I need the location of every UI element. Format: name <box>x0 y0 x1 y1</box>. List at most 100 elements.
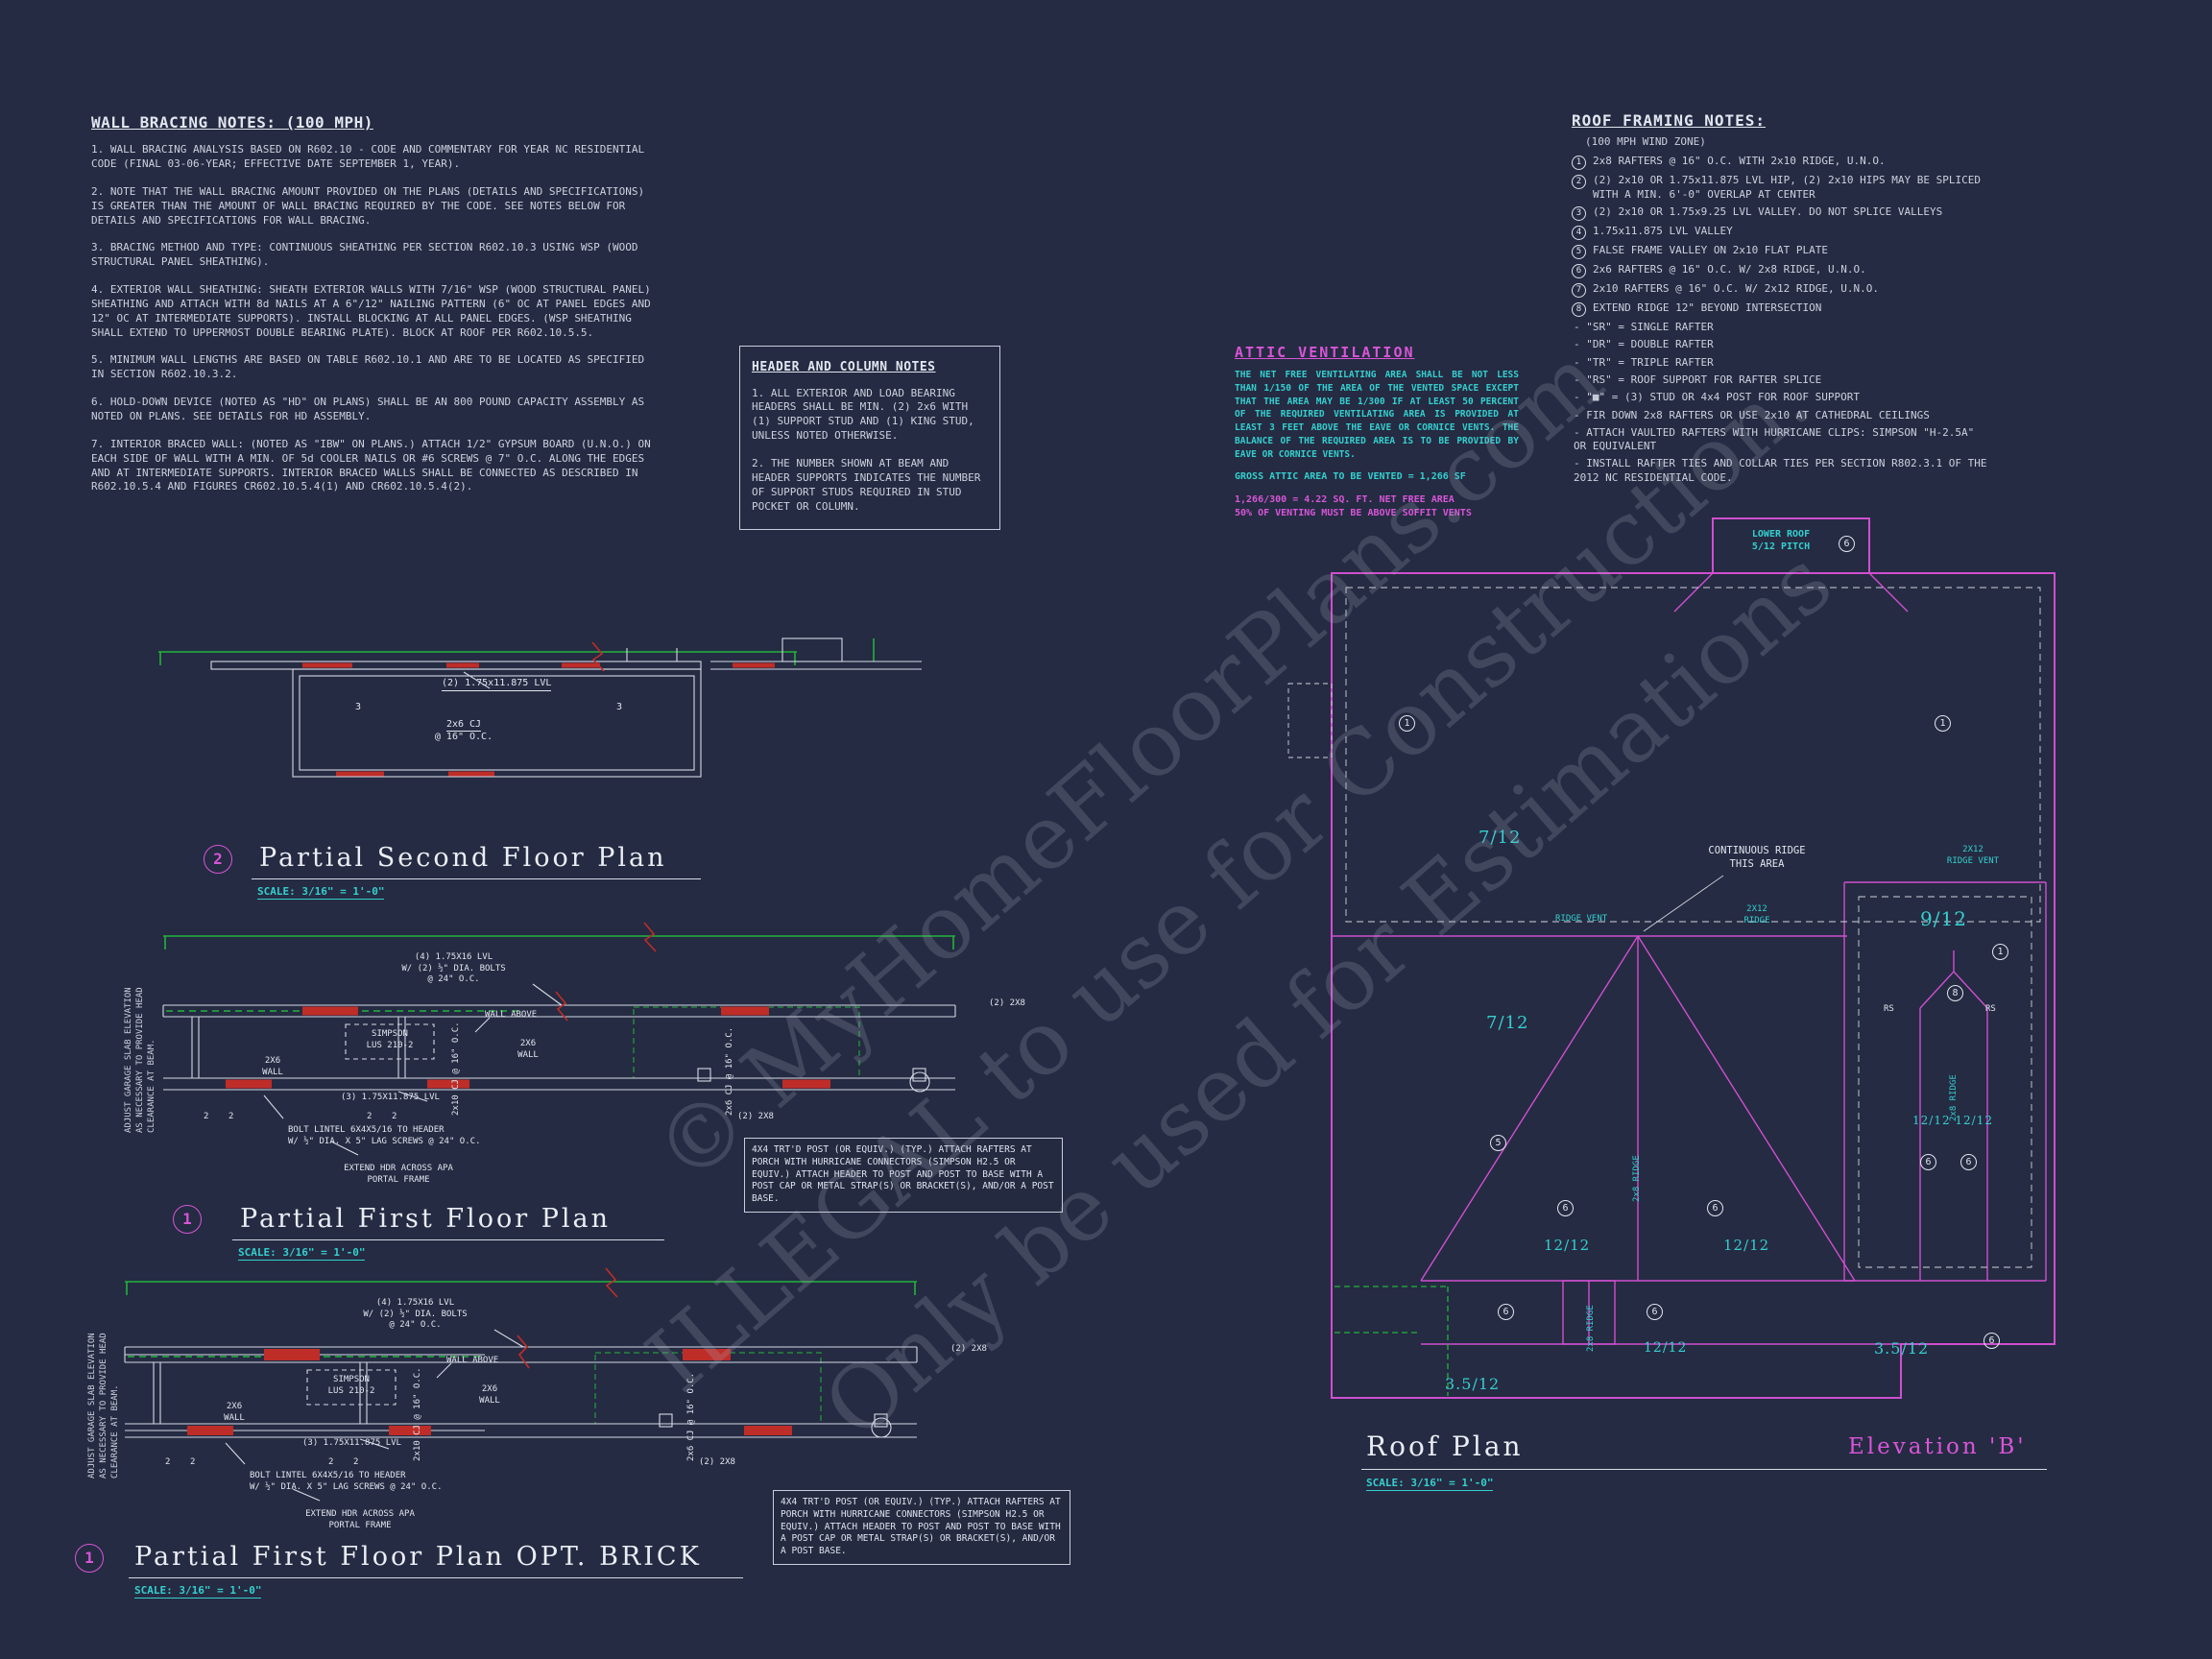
pitch-label: 7/12 <box>1486 1013 1529 1033</box>
wall-word: WALL <box>262 1067 283 1077</box>
ceiling-joist-label-rotated: 2x6 CJ @ 16" O.C. <box>725 1026 734 1116</box>
scale-label: SCALE: 3/16" = 1'-0" <box>1366 1477 1494 1491</box>
stud-count-marker: 3 <box>616 702 623 712</box>
stud-count-marker: 2 <box>190 1457 196 1467</box>
wall-word: WALL <box>479 1395 500 1406</box>
wall-size: 2X6 <box>481 1384 498 1394</box>
header-2x8-label: (2) 2X8 <box>950 1344 987 1354</box>
lvl-bolts: W/ (2) ½" DIA. BOLTS <box>401 963 506 974</box>
wall-bracing-note: 3. BRACING METHOD AND TYPE: CONTINUOUS S… <box>91 241 638 269</box>
lvl-beam-label: (3) 1.75X11.875 LVL <box>341 1093 440 1102</box>
roof-support-label: RS <box>1985 1004 1996 1014</box>
attic-gross-area: GROSS ATTIC AREA TO BE VENTED = 1,266 SF <box>1235 471 1466 483</box>
bolt-line2: W/ ½" DIA. X 5" LAG SCREWS @ 24" O.C. <box>288 1136 481 1146</box>
header-2x8-label: (2) 2X8 <box>699 1457 735 1467</box>
continuous-ridge-label: CONTINUOUS RIDGE THIS AREA <box>1685 845 1829 871</box>
lower-roof-line2: 5/12 PITCH <box>1751 541 1811 552</box>
bolt-line1: BOLT LINTEL 6X4X5/16 TO HEADER <box>250 1471 406 1480</box>
lower-level-dashed-lines <box>1334 1286 1449 1396</box>
note-number-circle: 2 <box>1572 175 1586 190</box>
wall-2x6-label: 2X6 WALL <box>507 1039 549 1061</box>
lower-roof-line1: LOWER ROOF <box>1751 529 1811 540</box>
wall-size: 2X6 <box>226 1402 243 1411</box>
plan-number-bubble: 1 <box>75 1544 104 1573</box>
eave-dashed-lines <box>1287 587 2041 1268</box>
wall-bracing-note: 6. HOLD-DOWN DEVICE (NOTED AS "HD" ON PL… <box>91 396 645 422</box>
ridge-vent-2x12-label: 2X12 RIDGE VENT <box>1935 845 2011 867</box>
wall-bracing-note: 7. INTERIOR BRACED WALL: (NOTED AS "IBW"… <box>91 437 651 493</box>
ridge-hip-valley-lines <box>1332 572 2047 1345</box>
break-symbol <box>643 922 657 952</box>
plan-number-bubble: 2 <box>204 845 232 874</box>
bolt-line2: W/ ½" DIA. X 5" LAG SCREWS @ 24" O.C. <box>250 1481 443 1492</box>
plan-title-first-floor: Partial First Floor Plan <box>240 1204 611 1234</box>
roof-keynote-circle: 5 <box>1490 1135 1506 1151</box>
wall-word: WALL <box>224 1412 245 1423</box>
roof-note-item: - FIR DOWN 2x8 RAFTERS OR USE 2x10 AT CA… <box>1574 408 1930 421</box>
roof-elevation-label: Elevation 'B' <box>1848 1434 2027 1459</box>
wall-word: WALL <box>517 1049 539 1060</box>
roof-notes-title: ROOF FRAMING NOTES: <box>1572 111 1767 130</box>
roof-note-item: - "SR" = SINGLE RAFTER <box>1574 321 1714 334</box>
ridge-2x8-label-rotated: 2x8 RIDGE <box>1632 1155 1642 1202</box>
garage-slab-note: ADJUST GARAGE SLAB ELEVATION AS NECESSAR… <box>124 987 157 1133</box>
attic-ventilation-notes: ATTIC VENTILATION THE NET FREE VENTILATI… <box>1235 344 1519 520</box>
wall-2x6-label: 2X6 WALL <box>252 1056 294 1078</box>
roof-keynote-circle: 6 <box>1920 1154 1936 1170</box>
extend-line1: EXTEND HDR ACROSS APA <box>344 1164 453 1173</box>
bolt-lintel-note: BOLT LINTEL 6X4X5/16 TO HEADER W/ ½" DIA… <box>288 1125 480 1147</box>
roof-notes-subtitle: (100 MPH WIND ZONE) <box>1585 135 1706 149</box>
wall-bracing-title: WALL BRACING NOTES: (100 MPH) <box>91 113 373 132</box>
attic-calc: 50% OF VENTING MUST BE ABOVE SOFFIT VENT… <box>1235 508 1472 519</box>
stud-count-marker: 2 <box>165 1457 171 1467</box>
roof-keynote-circle: 1 <box>1399 715 1415 732</box>
simpson: SIMPSON <box>372 1029 408 1039</box>
wall-lines <box>210 637 922 778</box>
post-attachment-note: 4X4 TRT'D POST (OR EQUIV.) (TYP.) ATTACH… <box>773 1490 1070 1566</box>
wall-bracing-notes: WALL BRACING NOTES: (100 MPH) 1. WALL BR… <box>91 113 653 508</box>
braced-wall-segments <box>187 1349 792 1435</box>
simpson-hanger-label: SIMPSON LUS 210-2 <box>348 1029 432 1051</box>
stud-count-marker: 2 <box>392 1112 397 1121</box>
roof-note-item: 3 (2) 2x10 OR 1.75x9.25 LVL VALLEY. DO NO… <box>1572 205 1992 222</box>
ridge-2x8-label-rotated: 2x8 RIDGE <box>1586 1305 1596 1352</box>
note-text: 1.75x11.875 LVL VALLEY <box>1593 225 1733 238</box>
lvl-spacing: @ 24" O.C. <box>389 1320 442 1331</box>
header-column-notes: HEADER AND COLUMN NOTES 1. ALL EXTERIOR … <box>739 346 1000 531</box>
plan-title-roof: Roof Plan <box>1366 1431 1524 1462</box>
first-floor-plan-drawing <box>162 922 956 1156</box>
title-underline <box>129 1577 743 1578</box>
scale-label: SCALE: 3/16" = 1'-0" <box>134 1584 262 1599</box>
note-text: (2) 2x10 OR 1.75x9.25 LVL VALLEY. DO NOT… <box>1593 205 1943 219</box>
roof-keynote-circle: 6 <box>1557 1200 1574 1216</box>
roof-note-item: - INSTALL RAFTER TIES AND COLLAR TIES PE… <box>1574 457 1987 484</box>
ceiling-joist-label-rotated: 2x10 CJ @ 16" O.C. <box>451 1022 461 1116</box>
wall-bracing-note: 2. NOTE THAT THE WALL BRACING AMOUNT PRO… <box>91 184 645 227</box>
ceiling-joist-label-rotated: 2x10 CJ @ 16" O.C. <box>413 1367 422 1461</box>
roof-outline <box>1331 517 2056 1399</box>
wall-above-label: WALL ABOVE <box>485 1010 538 1020</box>
wall-size: 2X6 <box>519 1039 537 1048</box>
first-floor-brick-plan-drawing <box>124 1267 918 1502</box>
simpson: SIMPSON <box>333 1375 370 1384</box>
note-number-circle: 6 <box>1572 264 1586 279</box>
lower-roof-label: LOWER ROOF 5/12 PITCH <box>1723 528 1839 553</box>
lvl-header-label: (4) 1.75X16 LVL W/ (2) ½" DIA. BOLTS @ 2… <box>370 952 538 986</box>
ridge-vent-word: RIDGE VENT <box>1946 855 2000 866</box>
extend-line1: EXTEND HDR ACROSS APA <box>305 1509 415 1519</box>
note-number-circle: 1 <box>1572 156 1586 171</box>
pitch-label: 12/12 <box>1644 1340 1688 1356</box>
braced-wall-segments <box>226 1006 830 1089</box>
roof-note-item: - "RS" = ROOF SUPPORT FOR RAFTER SPLICE <box>1574 373 1822 386</box>
plan-title-second-floor: Partial Second Floor Plan <box>259 843 667 873</box>
note-number-circle: 3 <box>1572 206 1586 222</box>
header-2x8-label: (2) 2X8 <box>989 998 1025 1008</box>
note-text: 2x10 RAFTERS @ 16" O.C. W/ 2x12 RIDGE, U… <box>1593 282 1880 296</box>
pitch-label: 3.5/12 <box>1874 1339 1930 1358</box>
simpson-hanger-label: SIMPSON LUS 210-2 <box>309 1375 394 1397</box>
wall-size: 2X6 <box>264 1056 281 1066</box>
roof-keynote-circle: 1 <box>1992 944 2008 960</box>
extend-line2: PORTAL FRAME <box>328 1520 392 1530</box>
